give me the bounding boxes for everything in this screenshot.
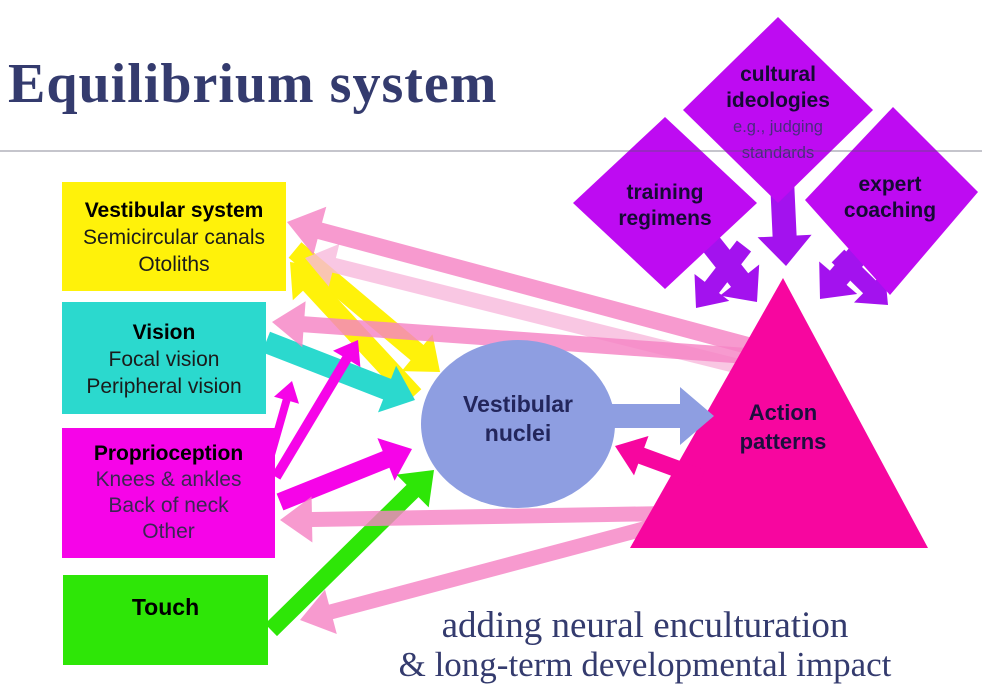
arrow-action-to-vision (272, 301, 776, 366)
vestibular-nuclei-label-line: nuclei (484, 420, 552, 446)
vision-box: Vision Focal vision Peripheral vision (62, 302, 266, 414)
proprioception-line: Back of neck (108, 494, 229, 517)
cultural-ideologies-sub: e.g., judging (733, 118, 823, 136)
box-to-nuclei-arrows (259, 242, 440, 637)
vestibular-nuclei-label-line: Vestibular (463, 391, 573, 417)
title-divider-line (0, 150, 982, 152)
diamond-to-action-arrows (691, 157, 888, 308)
arrow-proprioception-to-nuclei (276, 438, 412, 511)
action-patterns-label: Action patterns (705, 398, 861, 456)
cultural-ideologies-line: ideologies (726, 89, 830, 112)
nuclei-action-link-arrows (600, 387, 714, 486)
vestibular-nuclei-label: Vestibular nuclei (421, 390, 615, 448)
vestibular-system-line: Semicircular canals (82, 226, 266, 249)
proprioception-box: Proprioception Knees & ankles Back of ne… (62, 428, 275, 558)
diamond-training-regimens (573, 117, 757, 289)
training-regimens-line: training (626, 181, 704, 204)
action-patterns-label-line: patterns (739, 429, 827, 454)
vestibular-system-box: Vestibular system Semicircular canals Ot… (62, 182, 286, 291)
vestibular-system-header: Vestibular system (84, 199, 264, 222)
training-regimens-label: training regimens (575, 180, 755, 232)
caption-line-1: adding neural enculturation (441, 605, 849, 646)
caption-line-2: & long-term developmental impact (398, 645, 892, 684)
vision-line: Focal vision (108, 348, 220, 371)
arrow-action-to-vestibular (287, 206, 775, 361)
proprioception-line: Knees & ankles (95, 468, 242, 491)
vestibular-nuclei-ellipse (421, 340, 615, 508)
arrow-proprioception-up-1 (271, 340, 361, 480)
action-patterns-label-line: Action (748, 400, 818, 425)
action-patterns-triangle (630, 278, 928, 548)
expert-coaching-line: coaching (843, 199, 937, 222)
proprioception-header: Proprioception (93, 442, 244, 465)
expert-coaching-label: expert coaching (800, 172, 980, 224)
proprioception-line: Other (142, 520, 195, 543)
caption: adding neural enculturation & long-term … (330, 606, 960, 684)
touch-box: Touch (63, 575, 268, 665)
vision-header: Vision (132, 321, 196, 344)
touch-header: Touch (131, 594, 200, 620)
training-regimens-line: regimens (618, 207, 712, 230)
cultural-ideologies-sub: standards (741, 144, 815, 162)
cultural-ideologies-line: cultural (740, 63, 816, 86)
arrow-action-to-nuclei (615, 436, 705, 486)
diamond-cultural-ideologies (683, 17, 873, 203)
cultural-ideologies-label: cultural ideologies e.g., judging standa… (688, 62, 868, 166)
action-feedback-arrows (272, 206, 776, 634)
diamond-shapes (573, 17, 978, 295)
arrow-action-to-proprioception (280, 496, 759, 543)
vestibular-system-line: Otoliths (138, 253, 210, 276)
expert-coaching-line: expert (858, 173, 922, 196)
arrow-action-to-touch (300, 506, 702, 634)
diamond-expert-coaching (805, 107, 978, 295)
arrow-nuclei-to-action (600, 387, 714, 445)
vision-line: Peripheral vision (86, 375, 242, 398)
page-title: Equilibrium system (8, 53, 498, 115)
